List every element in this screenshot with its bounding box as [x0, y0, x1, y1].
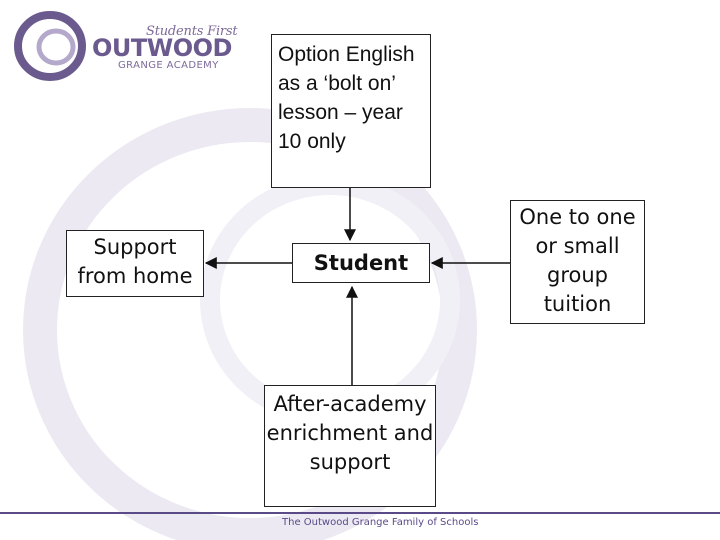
- footer-rule: [0, 512, 720, 514]
- node-support-home: Support from home: [66, 230, 204, 297]
- node-student: Student: [292, 243, 430, 283]
- logo-name: OUTWOOD: [92, 34, 232, 62]
- logo-subtitle: GRANGE ACADEMY: [118, 60, 219, 71]
- footer-text: The Outwood Grange Family of Schools: [282, 517, 479, 528]
- logo-tagline: Students First: [146, 24, 238, 39]
- node-option-english-label: Option English as a ‘bolt on’ lesson – y…: [278, 43, 415, 153]
- node-after-academy-label: After-academy enrichment and support: [266, 392, 434, 474]
- logo-ring-icon: [14, 11, 86, 81]
- node-option-english: Option English as a ‘bolt on’ lesson – y…: [271, 34, 431, 188]
- node-tuition: One to one or small group tuition: [510, 200, 645, 324]
- node-student-label: Student: [313, 251, 409, 275]
- node-support-home-label: Support from home: [77, 235, 193, 288]
- node-after-academy: After-academy enrichment and support: [264, 385, 436, 507]
- node-tuition-label: One to one or small group tuition: [519, 205, 636, 316]
